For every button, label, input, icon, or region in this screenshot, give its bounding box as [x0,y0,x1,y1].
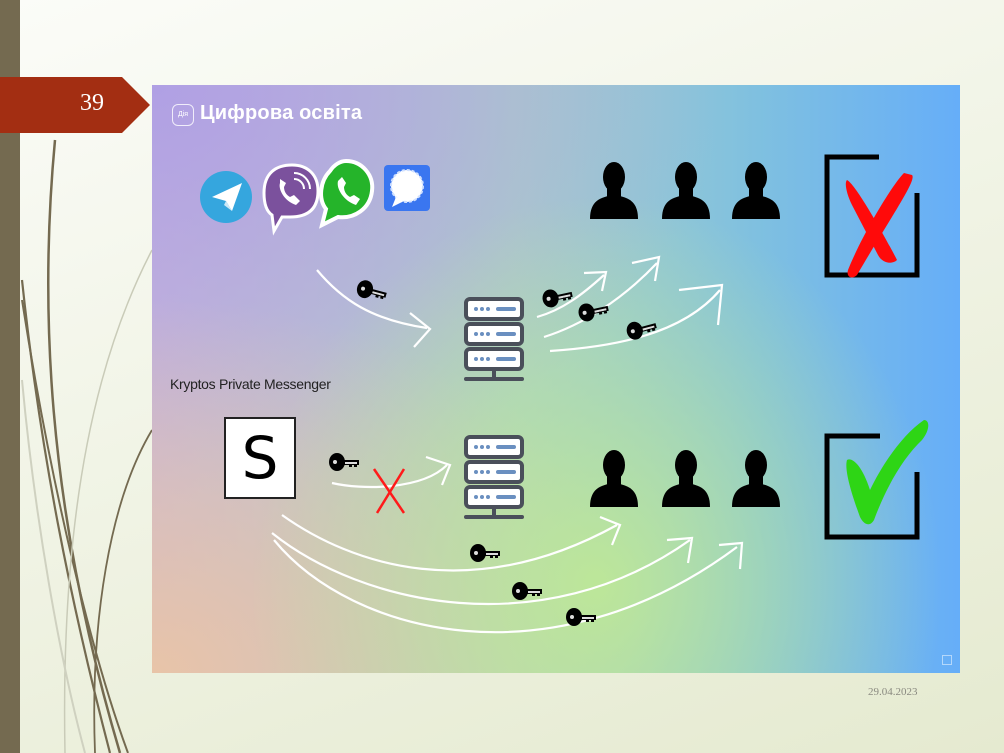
blocked-cross-icon [372,468,406,514]
key-icon [512,582,542,600]
recipient-icon [590,450,638,507]
recipient-icon [732,162,780,219]
slide-number: 39 [80,90,104,116]
signal-icon [384,165,430,211]
key-icon [576,299,610,323]
left-accent-bar [0,0,20,753]
key-icon [540,285,574,309]
key-icon [566,608,596,626]
recipient-icon [590,162,638,219]
accept-checkbox-icon [824,420,929,540]
diagram-graphics: S [200,154,929,634]
kryptos-glyph: S [242,424,279,492]
recipient-icon [662,450,710,507]
diia-logo: Дія [172,104,194,126]
slide-number-badge: 39 [0,77,150,133]
viber-icon [262,163,320,236]
bottom-arrows [271,455,744,634]
diagram-panel: Дія Цифрова освіта [152,85,960,673]
slide-date: 29.04.2023 [868,686,918,698]
reject-checkbox-icon [824,154,920,278]
kryptos-logo-icon: S [224,417,296,499]
key-icon [329,453,359,471]
whatsapp-icon [319,158,375,229]
top-arrows [316,255,724,353]
recipient-icon [662,162,710,219]
corner-mark [942,655,952,665]
key-icon [470,544,500,562]
telegram-icon [200,171,252,223]
kryptos-label: Kryptos Private Messenger [170,376,331,392]
recipient-icon [732,450,780,507]
key-icon [354,278,389,304]
server-icon [462,297,526,383]
panel-title: Цифрова освіта [200,102,363,124]
server-icon [462,435,526,521]
